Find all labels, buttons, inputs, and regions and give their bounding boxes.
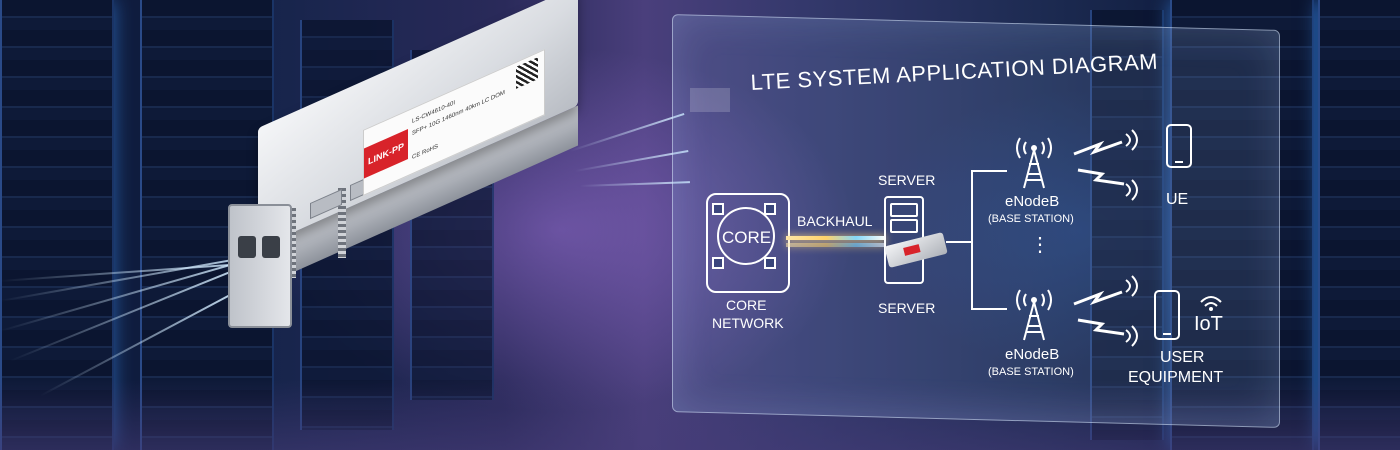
sfp-front-face <box>228 204 292 328</box>
phone-icon <box>1166 124 1192 168</box>
core-node <box>764 203 776 215</box>
connector-line <box>971 308 1007 310</box>
server-rack-right-1 <box>1090 10 1164 440</box>
sfp-transceiver: LINK-PP LS-CW4610-40I SFP+ 10G 1460nm 40… <box>228 0 588 333</box>
lc-port <box>262 236 280 258</box>
iot-label: IoT <box>1194 313 1223 335</box>
tower-icon <box>1016 289 1052 341</box>
brand-logo: LINK-PP <box>364 128 408 179</box>
sfp-heat-fins <box>338 188 346 258</box>
ue-label: UE <box>1166 191 1189 208</box>
server-rack-right-2 <box>1170 0 1314 450</box>
core-ring <box>717 207 775 265</box>
server-rack-right-3 <box>1318 0 1400 450</box>
wifi-icon <box>1200 296 1222 311</box>
panel-highlight <box>690 88 730 112</box>
sfp-heat-fins <box>288 208 296 278</box>
server-bottom-label: SERVER <box>878 300 936 316</box>
wifi-arc-icon <box>1125 129 1138 201</box>
tower-icon <box>1016 137 1052 189</box>
server-rack-left <box>0 0 114 450</box>
phone-icon <box>1154 290 1180 340</box>
core-node <box>712 257 724 269</box>
server-top-label: SERVER <box>878 172 936 188</box>
connector-line <box>971 170 973 310</box>
signal-bolt-icon <box>1073 140 1125 186</box>
signal-bolt-icon <box>1073 290 1125 336</box>
cert-line: CE RoHS <box>412 143 439 162</box>
connector-line <box>946 241 972 243</box>
enodeb-top-sub: (BASE STATION) <box>988 213 1074 225</box>
backhaul-link-glow <box>786 243 886 247</box>
server-slot <box>890 219 918 233</box>
qr-code <box>516 57 538 89</box>
user-equipment-line1: USER <box>1160 349 1205 366</box>
core-label-line1: CORE <box>726 297 767 313</box>
enodeb-top-label: eNodeB <box>1005 193 1060 210</box>
enodeb-bottom-sub: (BASE STATION) <box>988 366 1074 378</box>
backhaul-label: BACKHAUL <box>797 213 873 229</box>
ellipsis: ⋮ <box>1030 234 1050 256</box>
user-equipment-line2: EQUIPMENT <box>1128 369 1224 386</box>
connector-line <box>971 170 1007 172</box>
floor-reflection <box>0 380 1400 450</box>
core-node <box>712 203 724 215</box>
enodeb-bottom-label: eNodeB <box>1005 346 1060 363</box>
core-badge: CORE <box>722 228 772 247</box>
wifi-arc-icon <box>1125 275 1138 347</box>
core-label-line2: NETWORK <box>712 315 784 331</box>
lc-port <box>238 236 256 258</box>
core-node <box>764 257 776 269</box>
server-slot <box>890 203 918 217</box>
backhaul-link <box>786 236 886 240</box>
